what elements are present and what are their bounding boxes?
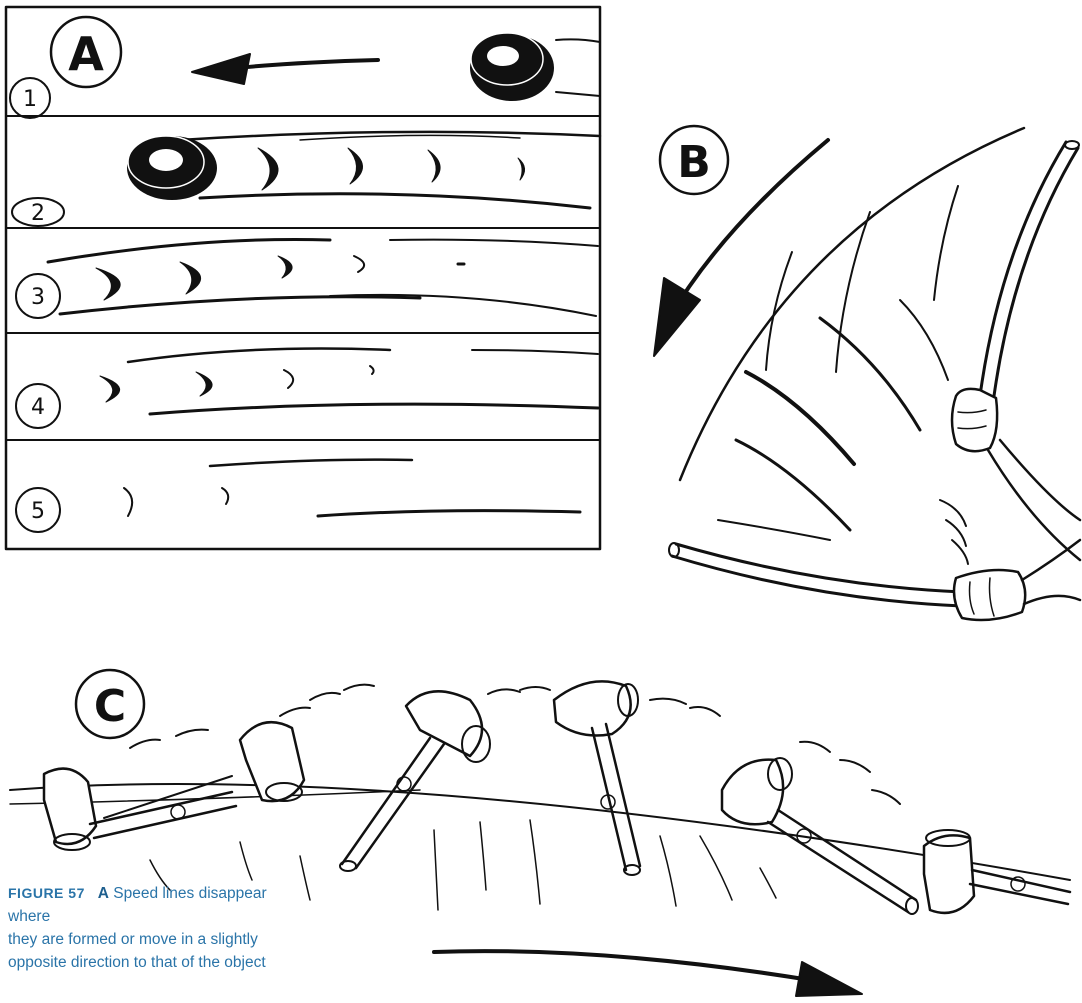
row-number: 5	[31, 499, 45, 524]
row-number: 2	[31, 201, 45, 226]
figure-caption: FIGURE 57 A Speed lines disappear where …	[8, 882, 298, 974]
hand-icon	[952, 389, 997, 451]
row-number: 3	[31, 285, 45, 310]
panel-b: B	[654, 126, 1080, 620]
row-number: 4	[31, 395, 45, 420]
puck	[470, 33, 554, 101]
mallet	[924, 830, 1070, 913]
puck	[127, 136, 217, 200]
arrow-head-icon	[654, 278, 700, 356]
motion-arrow-left	[236, 60, 378, 68]
caption-letter: A	[98, 885, 109, 902]
arrow-head-icon	[192, 54, 250, 84]
panel-b-label: B	[677, 137, 711, 188]
row-3	[16, 239, 598, 318]
caption-line: opposite direction to that of the object	[8, 954, 266, 971]
arrow-head-icon	[796, 962, 862, 996]
motion-arrow-right	[434, 951, 810, 980]
panel-a-label: A	[68, 27, 104, 81]
row-2	[12, 132, 600, 226]
panel-a: A	[6, 7, 600, 549]
mallet	[104, 722, 304, 818]
row-5	[16, 460, 580, 532]
caption-line: they are formed or move in a slightly	[8, 931, 258, 948]
mallet	[554, 681, 640, 875]
figure-number: FIGURE 57	[8, 885, 85, 901]
row-4	[16, 349, 598, 429]
mallet	[44, 769, 236, 850]
mallet	[340, 691, 490, 871]
motion-path	[10, 784, 1070, 880]
row-number: 1	[23, 87, 37, 112]
panel-c-label: C	[94, 681, 126, 732]
mallet	[722, 758, 918, 914]
